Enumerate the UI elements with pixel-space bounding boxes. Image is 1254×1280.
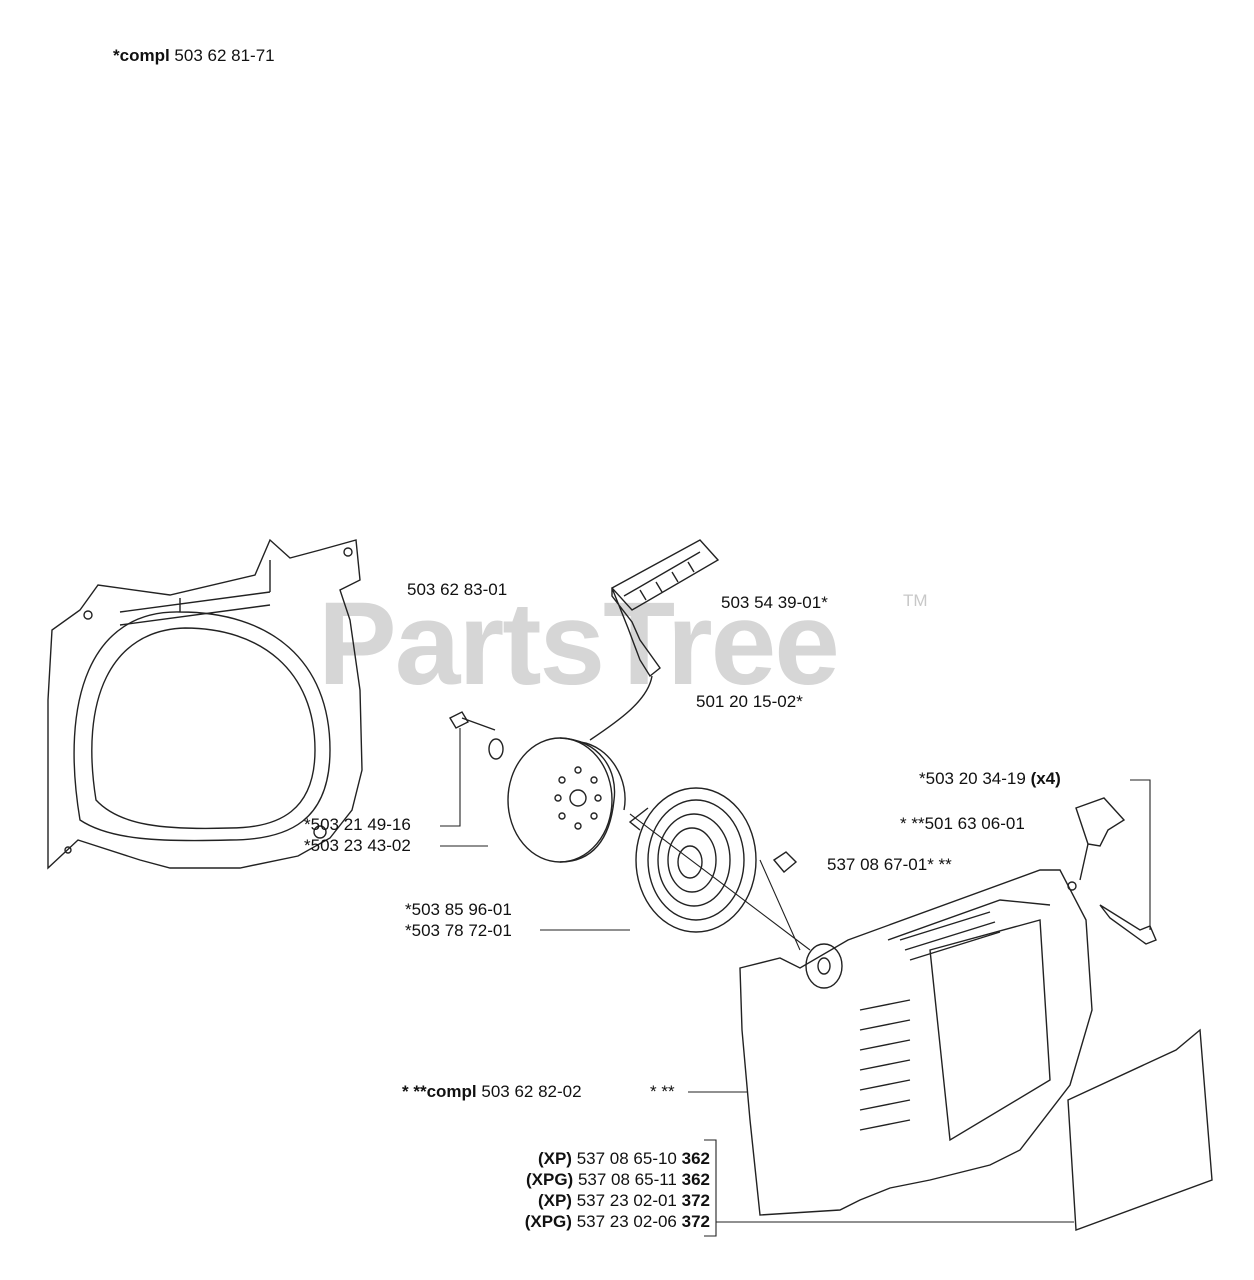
recoil-spring-part: [628, 787, 757, 933]
cover-screw-label: *503 20 34-19 (x4): [919, 769, 1061, 789]
pulley-label: *503 23 43-02: [304, 836, 411, 855]
kit-number: 503 62 81-71: [174, 46, 275, 65]
starter-pulley-part: [507, 737, 626, 863]
decal-number: 537 08 65-10: [576, 1149, 677, 1168]
kit-label: *compl 503 62 81-71: [113, 46, 275, 66]
decal-number: 537 23 02-01: [576, 1191, 677, 1210]
kit-prefix: *compl: [113, 46, 170, 65]
decal-number: 537 08 65-11: [577, 1170, 677, 1189]
decal-row: (XPG) 537 08 65-11 362: [478, 1170, 710, 1190]
screw-label: *503 21 49-16: [304, 815, 411, 834]
watermark-trademark: TM: [903, 591, 928, 610]
cover-screw-qty: (x4): [1030, 769, 1061, 788]
handle-label: 503 54 39-01*: [721, 593, 828, 612]
decal-variant: (XPG): [525, 1170, 574, 1189]
decal-part: [1067, 1028, 1213, 1231]
bushing-label: 537 08 67-01* **: [827, 855, 952, 874]
decal-variant: (XP): [537, 1191, 572, 1210]
starter-cover-part: [739, 869, 1093, 1216]
fan-housing-label: 503 62 83-01: [407, 580, 508, 599]
decal-variant: (XPG): [524, 1212, 572, 1231]
cover-screw-number: *503 20 34-19: [919, 769, 1026, 788]
watermark-text: PartsTree: [318, 578, 840, 710]
spring-a-label: *503 85 96-01: [405, 900, 512, 919]
nozzle-part: [1075, 797, 1126, 881]
cover-suffix: * **: [650, 1082, 675, 1101]
cover-prefix: * **compl: [402, 1082, 477, 1101]
fan-housing-part: [47, 538, 363, 870]
decal-row: (XP) 537 23 02-01 372: [478, 1191, 710, 1211]
spring-b-label: *503 78 72-01: [405, 921, 512, 940]
screw-and-washer-part: [449, 711, 504, 760]
rope-label: 501 20 15-02*: [696, 692, 803, 711]
decal-model: 372: [681, 1212, 710, 1231]
cover-screw-part: [1099, 904, 1157, 945]
starter-rope-part: [589, 675, 653, 741]
decal-number: 537 23 02-06: [576, 1212, 677, 1231]
starter-handle-part: [610, 539, 720, 678]
decal-model: 362: [681, 1149, 710, 1168]
cover-washer-part: [805, 943, 843, 989]
decal-model: 362: [681, 1170, 710, 1189]
nozzle-label: * **501 63 06-01: [900, 814, 1025, 833]
decal-row: (XP) 537 08 65-10 362: [478, 1149, 710, 1169]
bushing-part: [772, 851, 798, 873]
cover-number: 503 62 82-02: [481, 1082, 582, 1101]
decal-variant: (XP): [537, 1149, 572, 1168]
decal-row: (XPG) 537 23 02-06 372: [478, 1212, 710, 1232]
cover-label: * **compl 503 62 82-02: [402, 1082, 582, 1102]
leader-lines: [440, 728, 1151, 1237]
decal-model: 372: [681, 1191, 710, 1210]
